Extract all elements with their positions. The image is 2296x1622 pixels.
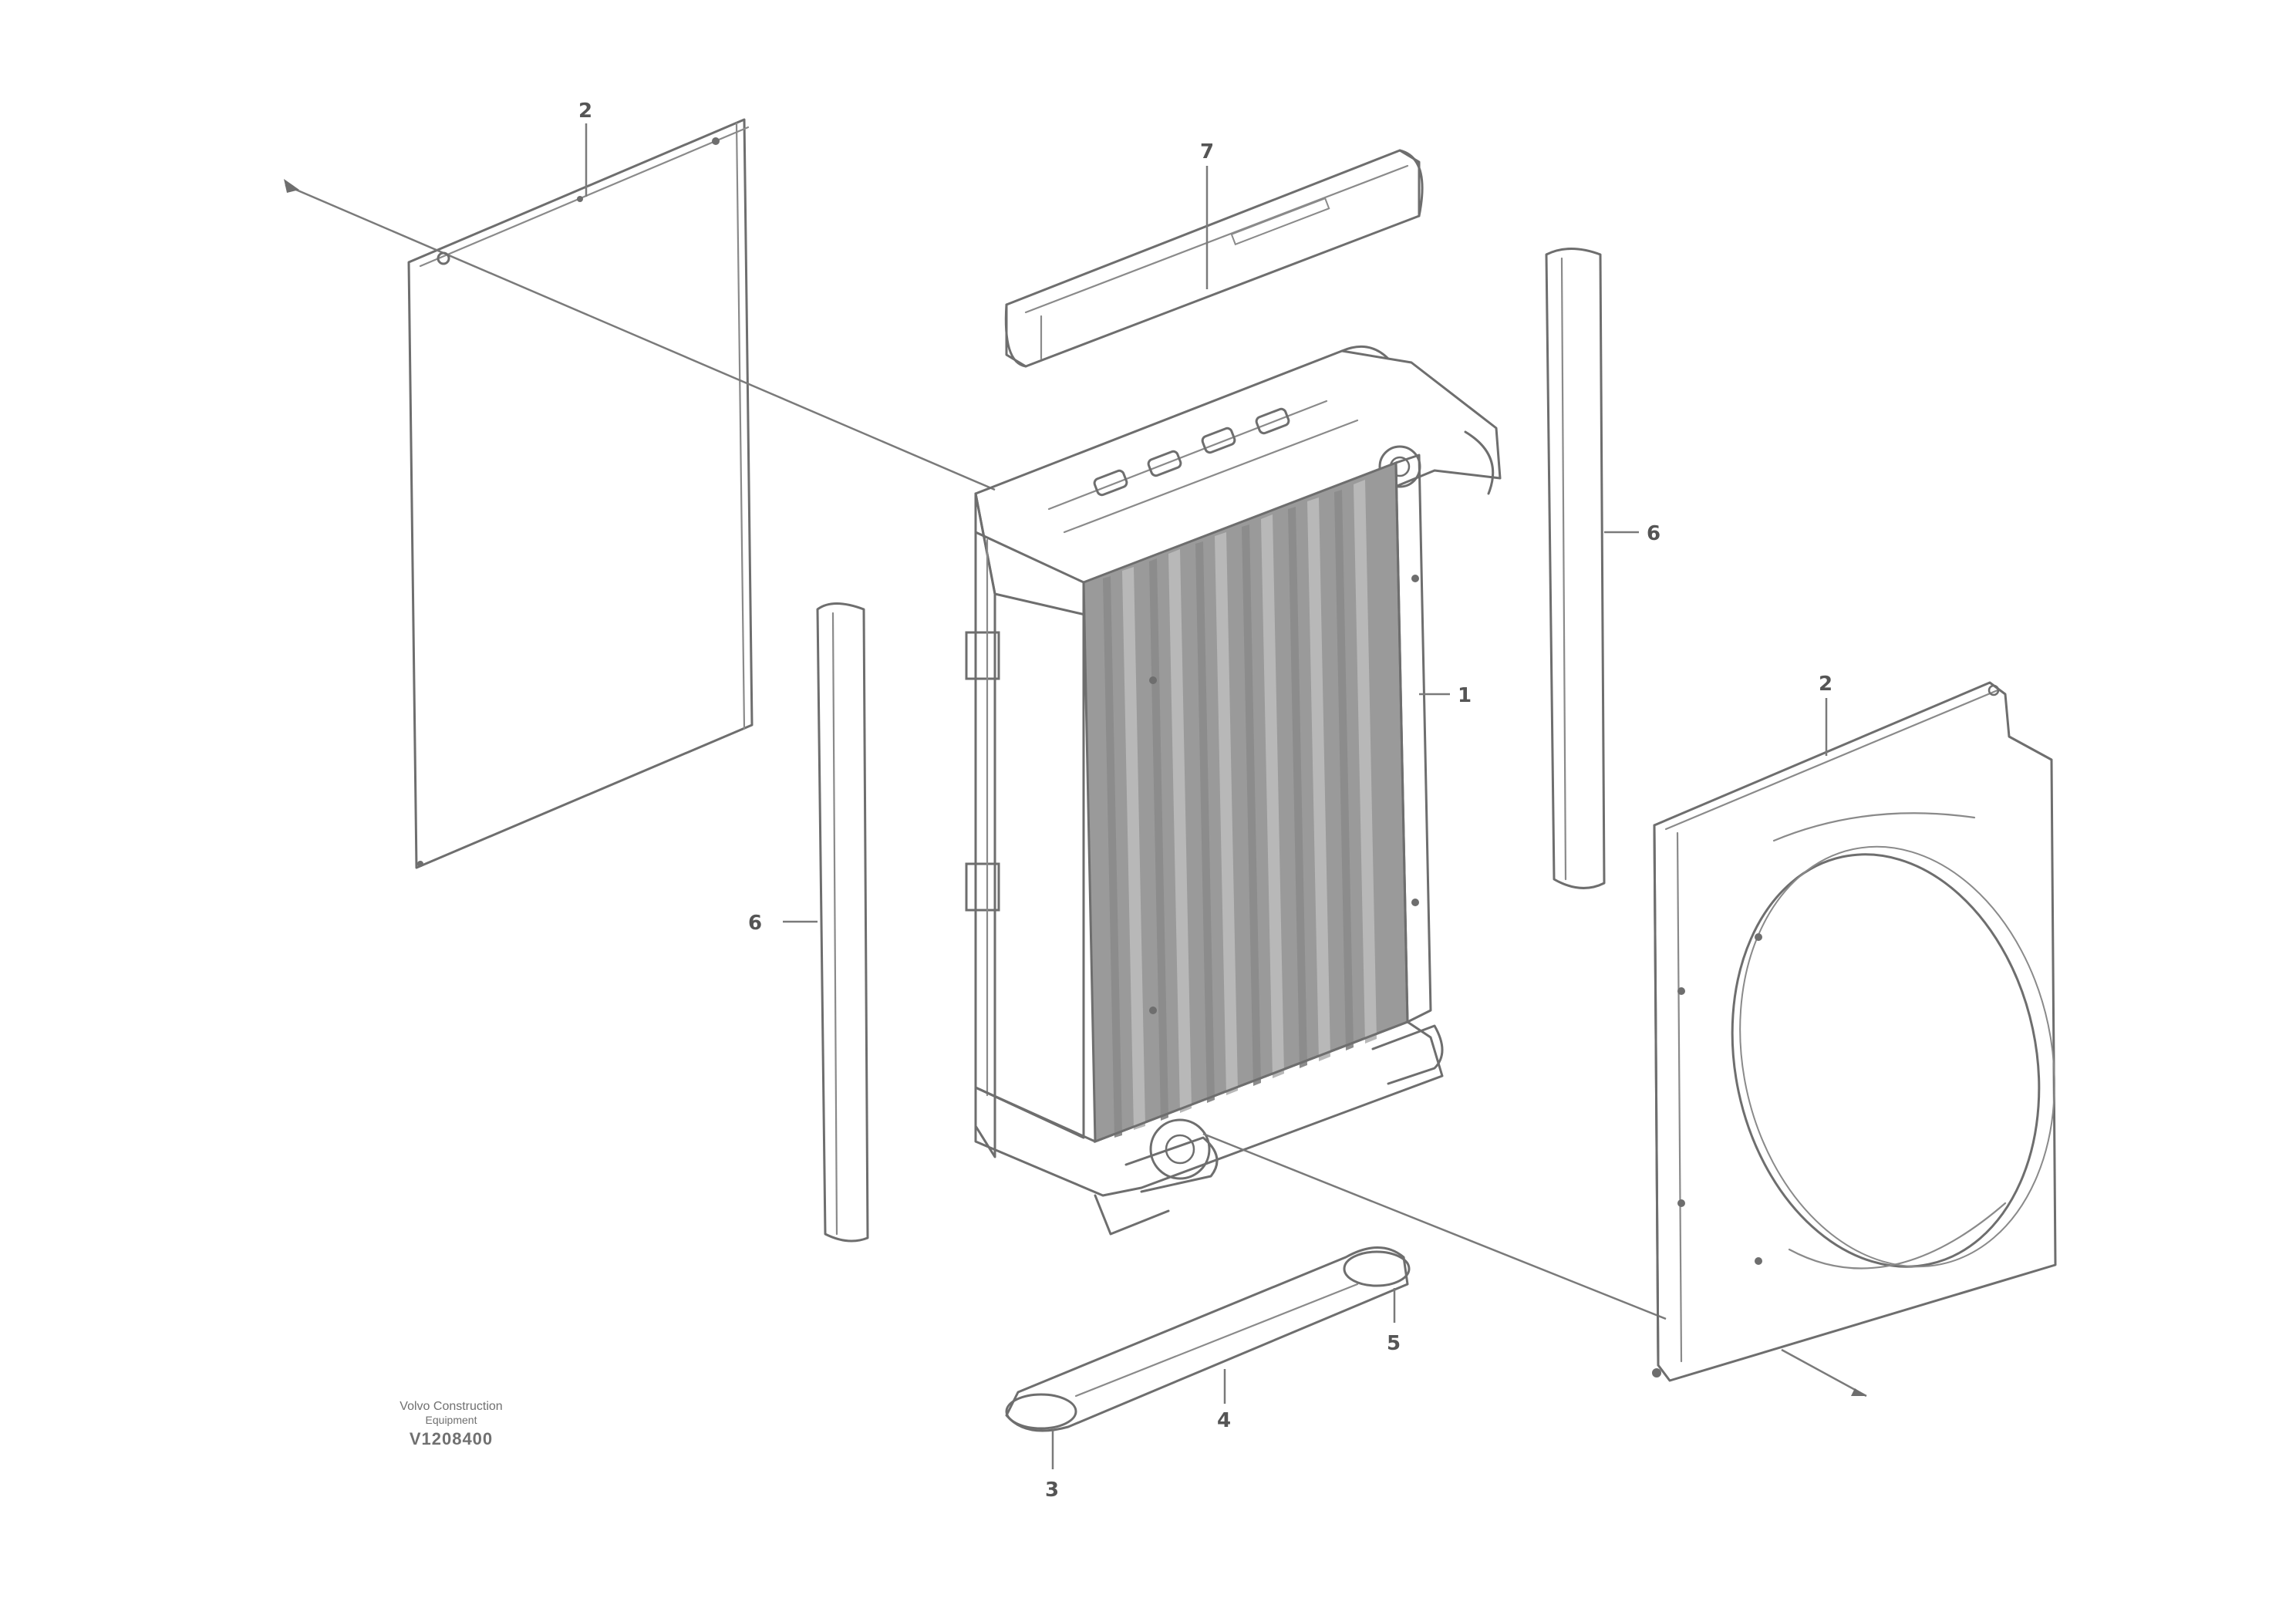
right-seal [1545, 248, 1639, 889]
callout-top-cover: 7 [1200, 140, 1214, 164]
callout-bottom-bar: 4 [1217, 1409, 1231, 1432]
callout-left-seal: 6 [748, 912, 762, 935]
bottom-bar [1005, 1246, 1411, 1469]
stamp-drawing-code: V1208400 [409, 1429, 494, 1449]
stamp-company: Volvo Construction [400, 1400, 503, 1413]
callout-bottom-bolt-right: 5 [1387, 1332, 1401, 1355]
stamp-division: Equipment [425, 1414, 477, 1427]
callout-radiator: 1 [1458, 684, 1472, 707]
top-cover [1004, 149, 1424, 368]
callout-bottom-bolt-left: 3 [1045, 1479, 1059, 1502]
callout-right-seal: 6 [1647, 522, 1660, 545]
drawing-stamp: Volvo Construction Equipment V1208400 [366, 1400, 536, 1449]
callout-fan-shroud: 2 [1819, 673, 1832, 696]
left-panel [284, 118, 996, 869]
radiator-core [965, 345, 1667, 1320]
left-seal [783, 602, 869, 1243]
fan-shroud [1652, 681, 2057, 1398]
radiator-fins [1103, 480, 1377, 1138]
callout-left-panel: 2 [578, 99, 592, 123]
